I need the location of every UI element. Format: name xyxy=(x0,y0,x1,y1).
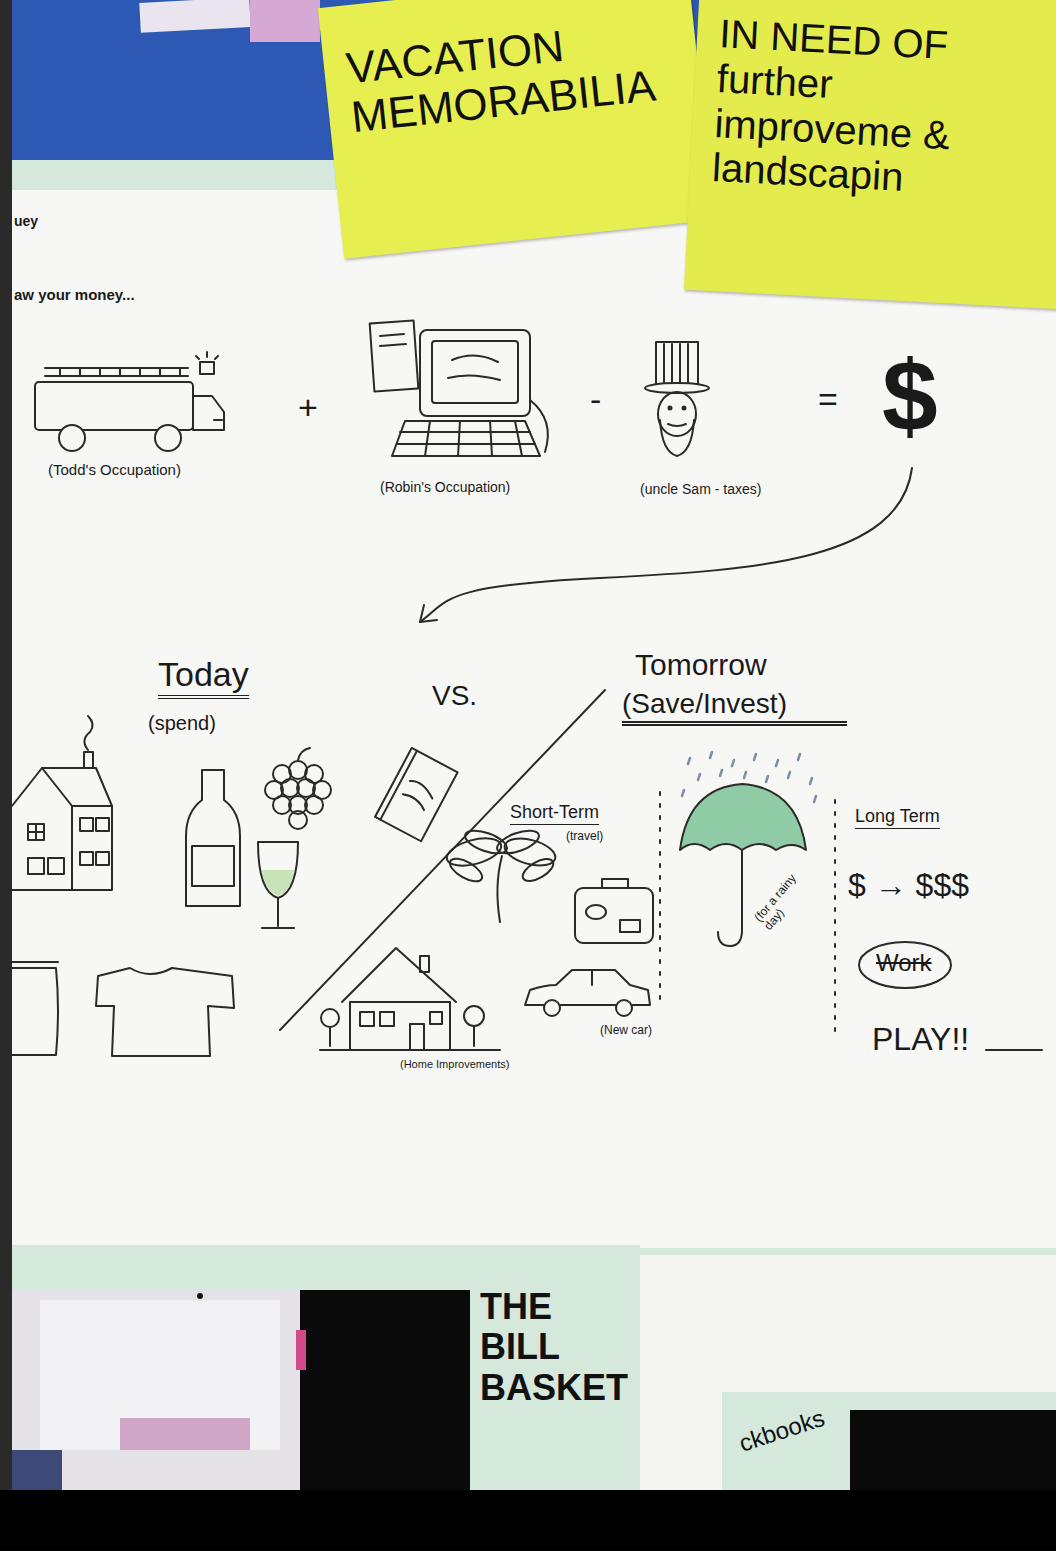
note-text: THE BILL BASKET xyxy=(480,1287,636,1408)
suitcase xyxy=(575,879,653,943)
divider-line xyxy=(280,690,605,1030)
operator: - xyxy=(590,380,601,418)
jar xyxy=(12,962,58,1055)
operator: + xyxy=(298,388,318,426)
palm-tree xyxy=(444,826,558,922)
underline-stroke xyxy=(986,1049,1042,1051)
sticky-note: VACATION MEMORABILIA xyxy=(318,0,714,259)
uncle-sam xyxy=(645,342,709,456)
sticky-note: IN NEED OF further improveme & landscapi… xyxy=(684,0,1056,310)
crossed-word: Work xyxy=(876,950,932,977)
caption: (New car) xyxy=(600,1024,652,1037)
note-text: IN NEED OF further improveme & landscapi… xyxy=(711,11,1028,206)
checkbooks-photo xyxy=(722,1392,1056,1492)
subheading: (Save/Invest) xyxy=(622,688,847,726)
house-improvements xyxy=(320,948,500,1050)
paper-scrap xyxy=(139,0,250,33)
fire-truck xyxy=(35,352,224,451)
bottle xyxy=(186,770,240,906)
caption: (for a rainy day) xyxy=(752,861,819,933)
money-growth: $ → $$$ xyxy=(848,868,969,904)
sheet-border xyxy=(12,160,1056,1255)
photo-edge xyxy=(0,0,12,1551)
photo-bar xyxy=(0,1490,1056,1551)
caption: (Todd's Occupation) xyxy=(48,462,181,479)
subheading: Long Term xyxy=(855,806,940,829)
operator: = xyxy=(818,380,838,418)
subheading: (spend) xyxy=(148,712,216,734)
t-shirt xyxy=(96,968,234,1056)
arrow-head xyxy=(420,605,437,622)
vs-mark: VS. xyxy=(432,680,477,711)
caption: (uncle Sam - taxes) xyxy=(640,482,761,498)
photo-card: THE BILL BASKET xyxy=(12,1245,640,1490)
subheading: Short-Term xyxy=(510,802,599,825)
caption: (Home Improvements) xyxy=(400,1058,509,1070)
grapes xyxy=(265,748,331,829)
cut-heading: uey xyxy=(14,214,38,230)
photo-card: ckbooks xyxy=(722,1392,1056,1490)
house xyxy=(12,716,112,890)
paper-sheet xyxy=(12,190,1056,1248)
dotted-divider xyxy=(834,800,836,1040)
paper-scrap xyxy=(250,0,320,42)
heading: Tomorrow xyxy=(635,648,767,682)
car xyxy=(525,970,650,1016)
umbrella xyxy=(680,784,806,946)
note-text: ckbooks xyxy=(736,1398,849,1458)
caption: (travel) xyxy=(566,830,603,843)
bill-basket-photo xyxy=(12,1245,640,1495)
heading: Today xyxy=(158,655,249,699)
dollar-sign: $ xyxy=(882,340,938,452)
computer xyxy=(370,321,548,456)
wine-glass xyxy=(258,842,298,928)
play-word: PLAY!! xyxy=(872,1022,969,1058)
dotted-divider xyxy=(659,792,661,1000)
caption: (Robin's Occupation) xyxy=(380,480,510,496)
circle-mark xyxy=(859,942,951,988)
cut-heading: aw your money... xyxy=(14,287,135,304)
note-text: VACATION MEMORABILIA xyxy=(344,9,684,142)
book xyxy=(375,748,458,841)
